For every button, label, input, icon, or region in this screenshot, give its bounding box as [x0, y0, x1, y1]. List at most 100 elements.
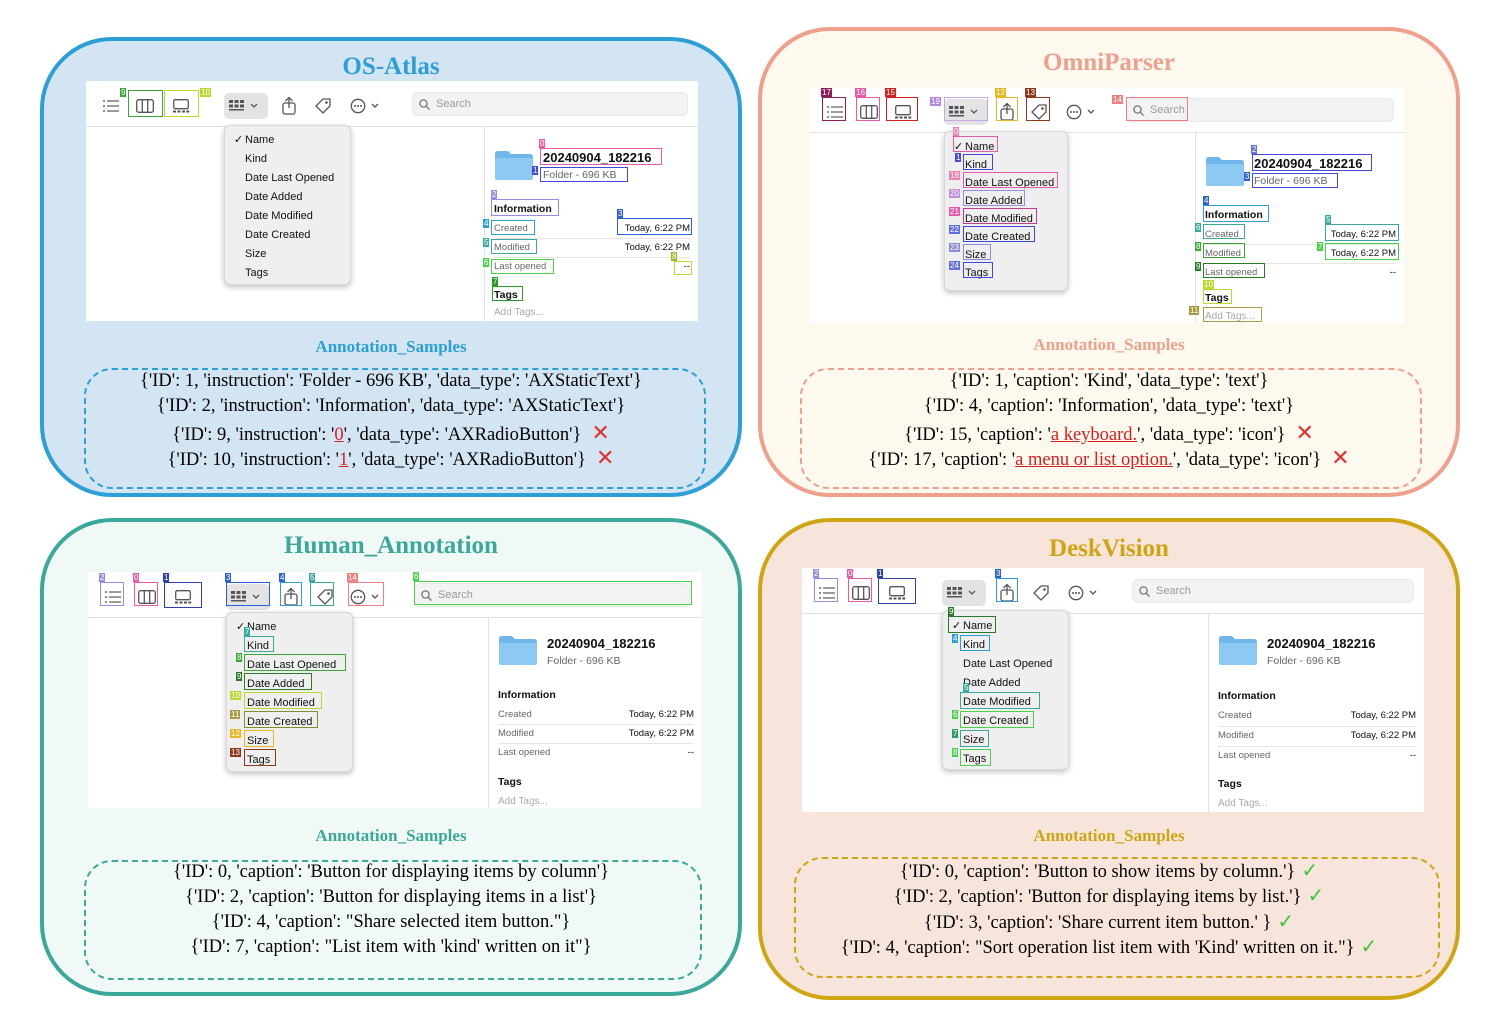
- menu-item-date-modified[interactable]: Date Modified: [247, 697, 315, 709]
- created-value: Today, 6:22 PM: [628, 709, 694, 720]
- sample-line: {'ID': 7, 'caption': "List item with 'ki…: [190, 937, 592, 957]
- more-actions-icon[interactable]: [346, 584, 386, 610]
- menu-item-date-last-opened[interactable]: Date Last Opened: [245, 172, 335, 184]
- column-view-icon[interactable]: [854, 99, 884, 125]
- column-view-icon[interactable]: [130, 93, 160, 119]
- menu-item-tags[interactable]: Tags: [963, 753, 987, 765]
- annotation-badge: 2: [813, 569, 820, 578]
- tags-heading: Tags: [1205, 292, 1229, 304]
- share-icon[interactable]: [992, 99, 1022, 125]
- menu-item-tags[interactable]: Tags: [965, 267, 989, 279]
- menu-item-kind[interactable]: Kind: [965, 159, 988, 171]
- samples-box: [794, 857, 1440, 978]
- gallery-view-icon[interactable]: [166, 93, 196, 119]
- list-view-icon[interactable]: [812, 580, 842, 606]
- annotation-badge: 17: [821, 88, 832, 97]
- menu-item-name[interactable]: Name: [236, 620, 276, 634]
- gallery-view-icon[interactable]: [168, 584, 198, 610]
- menu-item-kind[interactable]: Kind: [963, 639, 986, 651]
- search-input[interactable]: Search: [1132, 579, 1414, 603]
- modified-label: Modified: [498, 728, 534, 739]
- list-view-icon[interactable]: [96, 93, 126, 119]
- group-sort-icon[interactable]: [224, 93, 268, 119]
- menu-item-date-last-opened[interactable]: Date Last Opened: [963, 658, 1053, 670]
- menu-item-date-modified[interactable]: Date Modified: [963, 696, 1031, 708]
- add-tags-field[interactable]: Add Tags...: [1218, 798, 1268, 809]
- menu-item-kind[interactable]: Kind: [245, 153, 268, 165]
- menu-item-size[interactable]: Size: [245, 248, 267, 260]
- sort-menu: Name Kind Date Last Opened Date Added Da…: [944, 131, 1068, 291]
- menu-item-date-added[interactable]: Date Added: [965, 195, 1023, 207]
- menu-item-size[interactable]: Size: [963, 734, 985, 746]
- samples-title: Annotation_Samples: [315, 337, 467, 356]
- more-actions-icon[interactable]: [346, 93, 386, 119]
- share-icon[interactable]: [274, 93, 304, 119]
- add-tags-field[interactable]: Add Tags...: [494, 307, 544, 318]
- annotation-badge: 6: [413, 572, 420, 581]
- menu-item-date-created[interactable]: Date Created: [247, 716, 313, 728]
- tag-icon[interactable]: [308, 93, 338, 119]
- share-icon[interactable]: [276, 584, 306, 610]
- search-input[interactable]: Search: [414, 583, 690, 607]
- more-actions-icon[interactable]: [1062, 99, 1102, 125]
- menu-item-date-added[interactable]: Date Added: [247, 678, 305, 690]
- menu-item-date-last-opened[interactable]: Date Last Opened: [965, 177, 1055, 189]
- tag-icon[interactable]: [1024, 99, 1054, 125]
- menu-item-tags[interactable]: Tags: [245, 267, 269, 279]
- created-value: Today, 6:22 PM: [1350, 710, 1416, 721]
- check-mark-icon: ✓: [1277, 909, 1295, 933]
- folder-name: 20240904_182216: [1267, 636, 1376, 651]
- samples-title: Annotation_Samples: [1033, 826, 1185, 845]
- add-tags-field[interactable]: Add Tags...: [498, 796, 548, 807]
- annotation-badge: 16: [855, 88, 866, 97]
- last-opened-value: --: [1389, 267, 1396, 278]
- more-actions-icon[interactable]: [1064, 580, 1104, 606]
- list-view-icon[interactable]: [98, 584, 128, 610]
- menu-item-date-added[interactable]: Date Added: [245, 191, 303, 203]
- menu-item-size[interactable]: Size: [247, 735, 269, 747]
- list-view-icon[interactable]: [820, 99, 850, 125]
- sample-line: {'ID': 4, 'caption': "Share selected ite…: [211, 912, 571, 932]
- menu-item-date-created[interactable]: Date Created: [245, 229, 311, 241]
- folder-size: Folder - 696 KB: [543, 169, 617, 181]
- tag-icon[interactable]: [310, 584, 340, 610]
- add-tags-field[interactable]: Add Tags...: [1205, 311, 1255, 322]
- folder-name: 20240904_182216: [547, 636, 656, 651]
- menu-item-kind[interactable]: Kind: [247, 640, 270, 652]
- group-sort-icon[interactable]: [226, 584, 270, 610]
- menu-item-name[interactable]: Name: [234, 133, 274, 147]
- folder-size: Folder - 696 KB: [1254, 175, 1328, 187]
- share-icon[interactable]: [992, 580, 1022, 606]
- menu-item-name[interactable]: Name: [952, 619, 992, 633]
- modified-label: Modified: [494, 242, 530, 253]
- menu-item-date-added[interactable]: Date Added: [963, 677, 1021, 689]
- group-sort-icon[interactable]: [944, 99, 988, 125]
- tag-icon[interactable]: [1026, 580, 1056, 606]
- annotation-badge: 0: [847, 569, 854, 578]
- menu-item-size[interactable]: Size: [965, 249, 987, 261]
- column-view-icon[interactable]: [132, 584, 162, 610]
- menu-item-date-created[interactable]: Date Created: [965, 231, 1031, 243]
- folder-size: Folder - 696 KB: [547, 655, 621, 667]
- column-view-icon[interactable]: [846, 580, 876, 606]
- menu-item-name[interactable]: Name: [954, 140, 994, 154]
- menu-item-date-last-opened[interactable]: Date Last Opened: [247, 659, 337, 671]
- wrong-mark-icon: ✕: [591, 421, 610, 446]
- menu-item-date-created[interactable]: Date Created: [963, 715, 1029, 727]
- group-sort-icon[interactable]: [942, 580, 986, 606]
- menu-item-date-modified[interactable]: Date Modified: [245, 210, 313, 222]
- sample-line: {'ID': 0, 'caption': 'Button to show ite…: [899, 858, 1319, 882]
- created-label: Created: [498, 709, 532, 720]
- annotation-badge: 14: [347, 573, 358, 582]
- menu-item-tags[interactable]: Tags: [247, 754, 271, 766]
- search-input[interactable]: Search: [1126, 98, 1394, 122]
- menu-item-date-modified[interactable]: Date Modified: [965, 213, 1033, 225]
- folder-name: 20240904_182216: [543, 150, 652, 165]
- search-input[interactable]: Search: [412, 92, 688, 116]
- finder-screenshot: Search Name Kind Date Last Opened Date A…: [88, 572, 702, 808]
- annotation-badge: 13: [1025, 88, 1036, 97]
- gallery-view-icon[interactable]: [882, 580, 912, 606]
- modified-label: Modified: [1218, 730, 1254, 741]
- gallery-view-icon[interactable]: [888, 99, 918, 125]
- sample-line: {'ID': 17, 'caption': 'a menu or list op…: [868, 446, 1350, 471]
